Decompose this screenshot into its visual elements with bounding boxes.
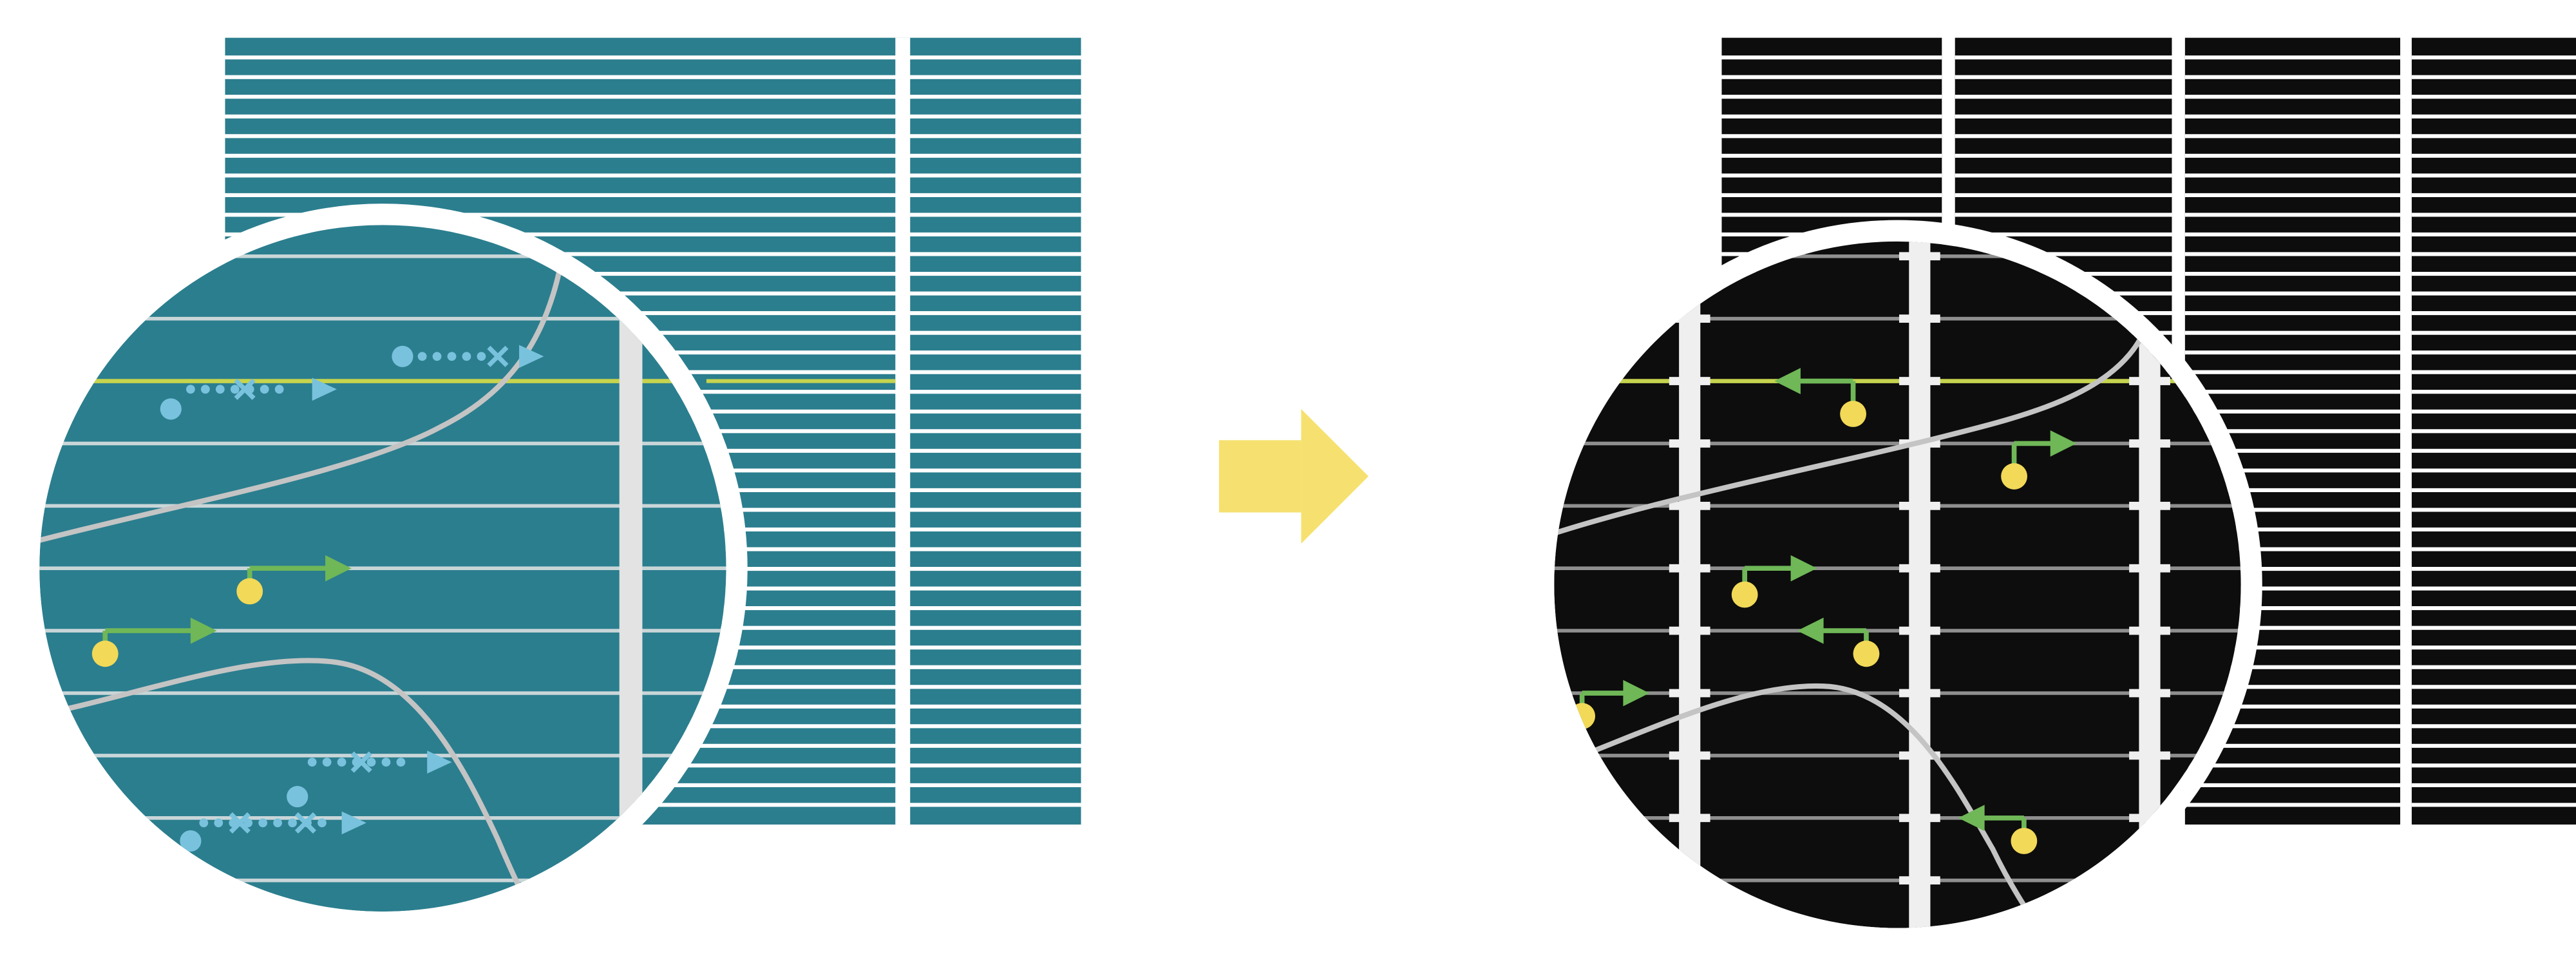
electron-dot [180, 830, 202, 852]
carrier-collection-path [1958, 805, 2038, 854]
carrier-collection-path [2001, 430, 2077, 490]
arrow-head [1301, 408, 1368, 544]
carrier-arrowhead-icon [190, 617, 217, 644]
carrier-dot [2011, 828, 2038, 854]
left-magnifier-detail [18, 204, 748, 933]
electron-dot [160, 398, 182, 420]
grain-boundary-line [1554, 336, 2144, 539]
carrier-arrowhead-icon [1790, 555, 1817, 582]
busbar [619, 225, 643, 912]
transform-arrow-icon [1218, 408, 1368, 544]
electron-arrowhead-icon [312, 377, 337, 401]
electron-dot [392, 345, 413, 367]
blocked-electron-path [392, 345, 544, 368]
carrier-arrowhead-icon [1774, 368, 1801, 394]
carrier-collection-path [236, 555, 352, 605]
magnifier-ring [1533, 220, 2262, 950]
magnifier-ring [18, 204, 748, 933]
electron-arrowhead-icon [519, 345, 544, 368]
busbar [1669, 241, 1710, 928]
electron-dot [287, 786, 308, 808]
carrier-collection-path [1731, 555, 1817, 608]
carrier-dot [91, 640, 118, 667]
right-cell-segment-4 [2411, 37, 2576, 825]
arrow-shaft [1218, 440, 1302, 513]
carrier-dot [1731, 581, 1758, 608]
blocked-electron-path [287, 750, 452, 808]
electron-arrowhead-icon [341, 811, 366, 835]
carrier-arrowhead-icon [1958, 805, 1985, 832]
carrier-arrowhead-icon [1797, 617, 1824, 644]
carrier-dot [1853, 640, 1880, 667]
grain-boundary-line [39, 658, 550, 912]
left-cell-busbar-gap [895, 37, 911, 825]
right-zoom-content [1554, 241, 2241, 928]
carrier-arrowhead-icon [1623, 680, 1650, 707]
carrier-dot [1840, 401, 1866, 427]
carrier-arrowhead-icon [325, 555, 352, 582]
carrier-dot [236, 578, 263, 605]
carrier-collection-path [1797, 617, 1880, 667]
right-magnifier-detail [1533, 220, 2262, 950]
grain-boundary-line [39, 225, 570, 545]
carrier-collection-path [1774, 368, 1866, 427]
electron-arrowhead-icon [427, 750, 452, 774]
zoom-background [1554, 241, 2241, 928]
carrier-dot [2001, 463, 2027, 490]
blocked-electron-path [180, 811, 366, 852]
blocked-electron-path [160, 377, 337, 420]
carrier-arrowhead-icon [2050, 430, 2077, 457]
carrier-collection-path [91, 617, 217, 667]
grain-boundary-line [1554, 683, 2052, 928]
